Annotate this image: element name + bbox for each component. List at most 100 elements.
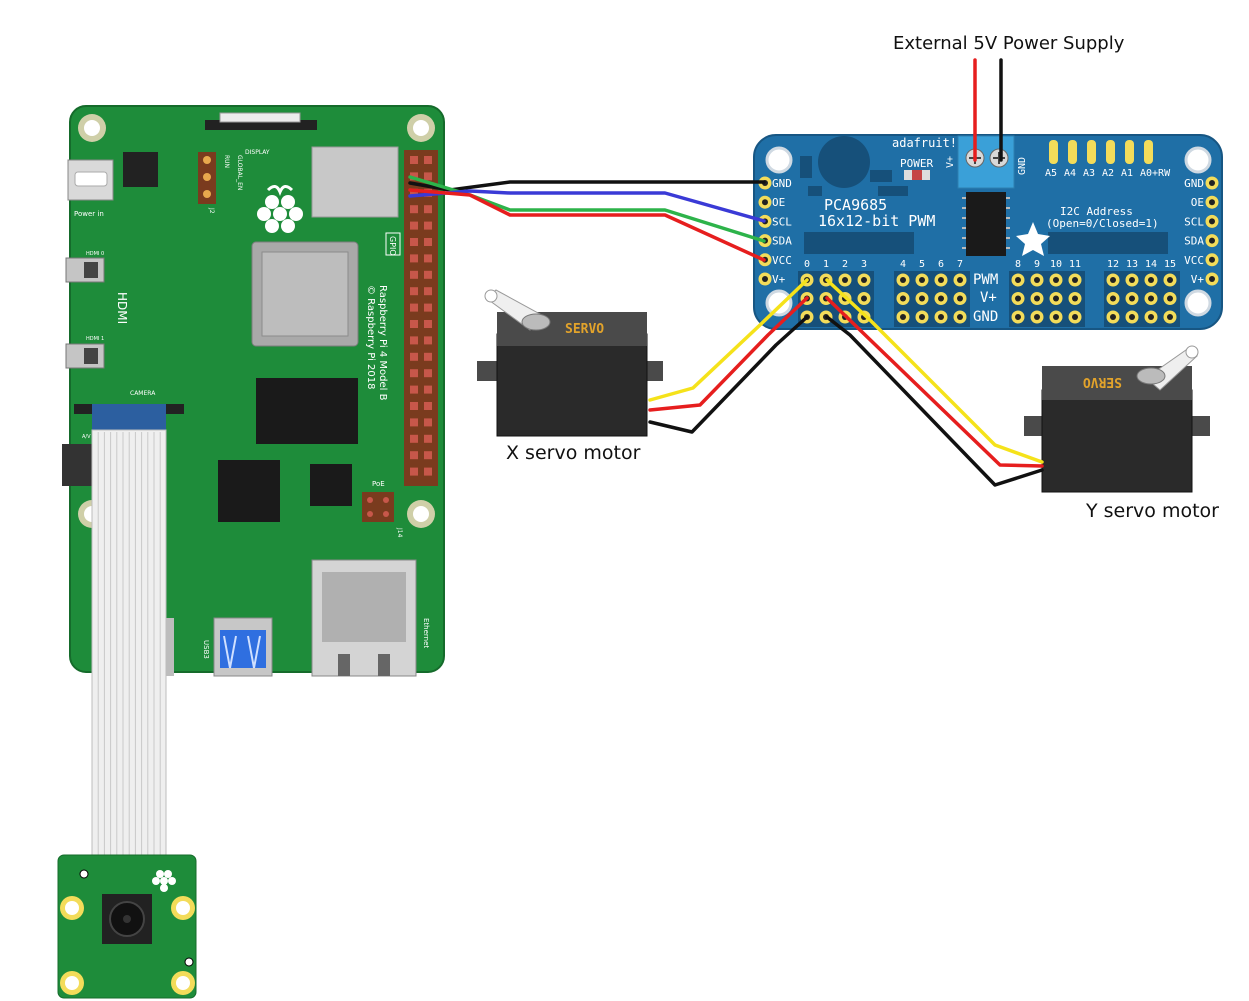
side-pin-hole xyxy=(1209,237,1215,244)
gpio-pin xyxy=(424,254,432,263)
channel-pin-hole xyxy=(1110,314,1116,320)
channel-pin-hole xyxy=(1129,314,1135,320)
gpio-pin xyxy=(424,467,432,476)
ethernet-label: Ethernet xyxy=(422,618,430,648)
gpio-pin xyxy=(424,270,432,279)
gpio-header xyxy=(404,150,438,486)
gpio-pin xyxy=(424,221,432,230)
x-servo-ground-wire xyxy=(648,315,809,434)
ram-chip xyxy=(256,378,358,444)
gpio-pin xyxy=(424,434,432,443)
side-pin-label: VCC xyxy=(772,254,792,267)
j2-label: J2 xyxy=(208,207,215,214)
row-label-gnd: GND xyxy=(973,309,998,325)
model-name-label: Raspberry Pi 4 Model B xyxy=(377,285,388,401)
channel-pin-hole xyxy=(1167,295,1173,302)
side-pin-label: SDA xyxy=(772,235,792,248)
side-pin-label: SCL xyxy=(1184,215,1204,228)
channel-number-label: 8 xyxy=(1015,259,1021,270)
camera-module xyxy=(57,854,197,999)
wires xyxy=(408,58,1044,487)
brand-label: adafruit! xyxy=(892,136,957,150)
channel-pin-hole xyxy=(1129,277,1135,283)
side-pin-label: VCC xyxy=(1184,254,1204,267)
gpio-pin xyxy=(424,352,432,361)
copyright-label: © Raspberry Pi 2018 xyxy=(365,285,376,389)
channel-number-label: 13 xyxy=(1126,259,1138,270)
power-terminal-block xyxy=(957,135,1015,189)
channel-number-label: 15 xyxy=(1164,259,1176,270)
y-servo-ground-wire xyxy=(825,315,1044,487)
channel-pin-hole xyxy=(1148,277,1154,283)
side-pin-hole xyxy=(1209,180,1215,186)
channel-pin-hole xyxy=(938,295,944,302)
gpio-pin xyxy=(410,369,418,378)
gpio-pin xyxy=(424,205,432,214)
hdmi1-label: HDMI 1 xyxy=(86,336,104,342)
channel-pin-hole xyxy=(900,295,906,302)
address-jumper-pad xyxy=(1125,140,1134,164)
gpio-pin xyxy=(410,451,418,460)
terminal-vplus-label: V+ xyxy=(945,156,956,168)
camera-ribbon-cable xyxy=(91,404,167,859)
side-pin-label: OE xyxy=(772,196,785,209)
channel-pin-hole xyxy=(1072,314,1078,320)
gpio-pin xyxy=(424,385,432,394)
channel-number-label: 0 xyxy=(804,259,810,270)
channel-pin-hole xyxy=(1129,295,1135,302)
side-pin-hole xyxy=(1209,256,1215,263)
gpio-pin xyxy=(424,320,432,328)
gpio-pin xyxy=(424,303,432,312)
channel-pin-hole xyxy=(1053,314,1059,320)
gpio-pin xyxy=(410,434,418,443)
y-servo-caption: Y servo motor xyxy=(1086,500,1219,522)
gpio-pin xyxy=(410,418,418,427)
channel-number-label: 6 xyxy=(938,259,944,270)
channel-pin-hole xyxy=(900,314,906,320)
raspberry-logo-icon xyxy=(257,185,303,233)
pi-sda-wire xyxy=(408,175,766,243)
channel-pin-hole xyxy=(957,277,963,283)
row-label-vplus: V+ xyxy=(980,290,997,306)
side-pin-label: V+ xyxy=(772,273,786,286)
address-pin-label: A3 xyxy=(1083,168,1095,179)
gpio-pin xyxy=(410,402,418,410)
address-pin-label: A0+RW xyxy=(1140,168,1171,179)
poe-label: PoE xyxy=(372,480,385,488)
channel-number-label: 10 xyxy=(1050,259,1062,270)
channel-pin-hole xyxy=(938,277,944,283)
gpio-pin xyxy=(410,270,418,279)
channel-pin-hole xyxy=(842,277,848,283)
x-servo-power-wire xyxy=(648,296,809,412)
camera-label: CAMERA xyxy=(130,390,156,397)
channel-pin-hole xyxy=(1034,314,1040,320)
side-pin-label: SDA xyxy=(1184,235,1204,248)
channel-pin-hole xyxy=(938,314,944,320)
side-pin-hole xyxy=(1209,199,1215,206)
address-jumper-pad xyxy=(1087,140,1096,164)
channel-number-label: 7 xyxy=(957,259,963,270)
pca9685-chip xyxy=(966,192,1006,256)
run-header xyxy=(198,152,216,204)
address-pin-label: A2 xyxy=(1102,168,1114,179)
j14-label: J14 xyxy=(396,527,403,538)
side-pin-label: SCL xyxy=(772,215,792,228)
channel-pin-hole xyxy=(919,277,925,283)
channel-number-label: 9 xyxy=(1034,259,1040,270)
channel-pin-hole xyxy=(1110,295,1116,302)
channel-pin-hole xyxy=(861,295,867,302)
channel-pin-hole xyxy=(1072,295,1078,302)
audio-jack xyxy=(62,444,92,486)
row-label-pwm: PWM xyxy=(973,272,998,288)
side-pin-hole xyxy=(762,276,768,282)
gpio-pin xyxy=(424,369,432,378)
address-jumper-pad xyxy=(1144,140,1153,164)
usb-controller-chip xyxy=(218,460,280,522)
channel-pin-hole xyxy=(1167,277,1173,283)
adafruit-star-icon xyxy=(1016,222,1050,256)
channel-pin-hole xyxy=(1053,277,1059,283)
gpio-pin xyxy=(410,238,418,246)
x-servo-caption: X servo motor xyxy=(506,442,641,464)
gpio-pin xyxy=(424,336,432,345)
channel-pin-hole xyxy=(1072,277,1078,283)
